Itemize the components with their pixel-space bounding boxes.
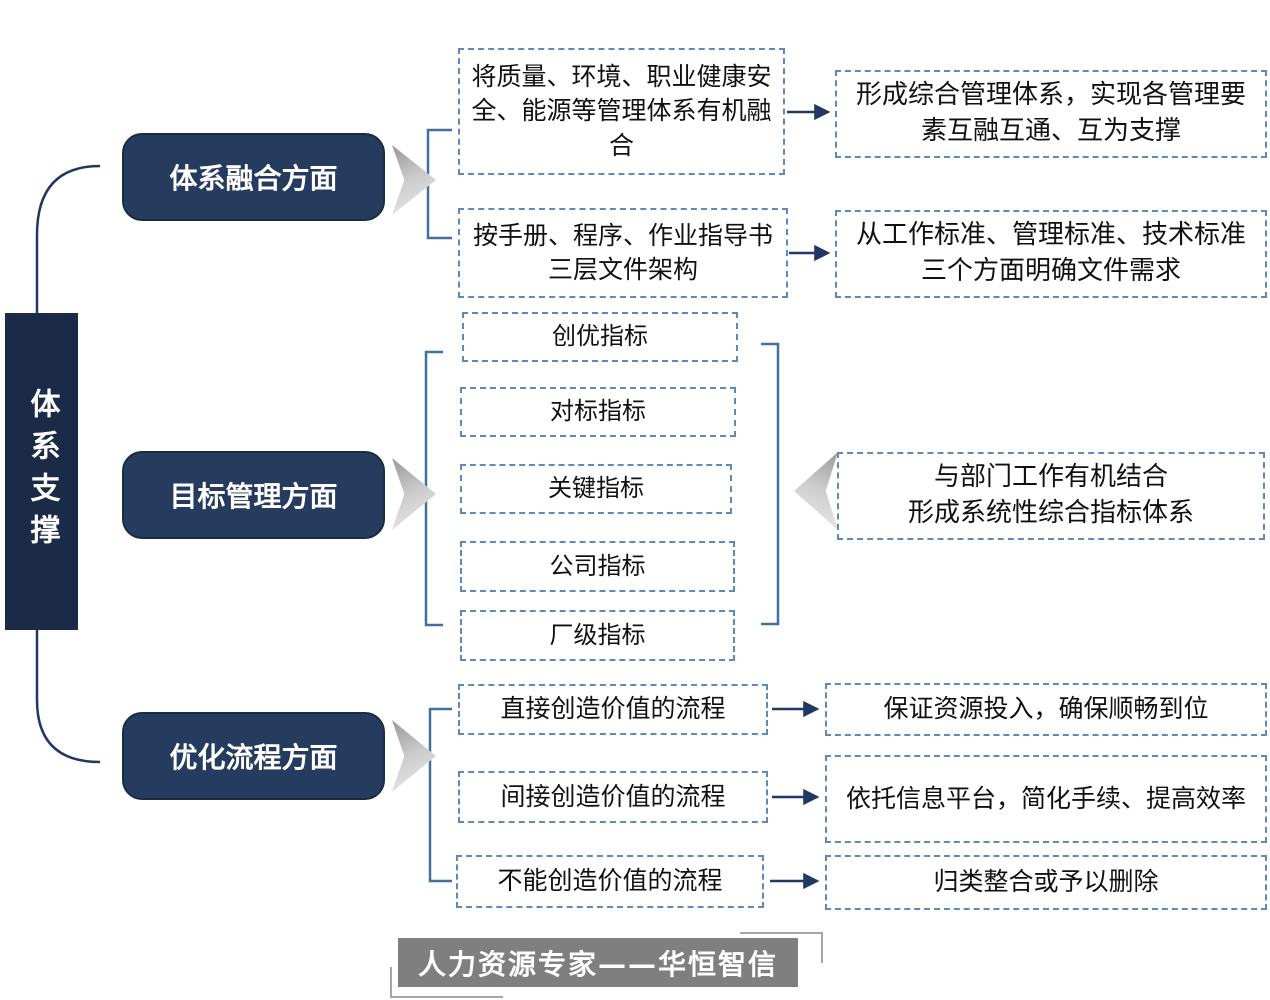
indicator-box-4: 公司指标	[460, 541, 735, 592]
root-bottom-curve	[35, 630, 101, 764]
s1-row2-effect-box: 从工作标准、管理标准、技术标准三个方面明确文件需求	[835, 210, 1267, 298]
root-node: 体系支撑	[5, 313, 78, 630]
s1-row1-cause-text: 将质量、环境、职业健康安全、能源等管理体系有机融合	[471, 61, 772, 160]
s3-row3-action-box: 归类整合或予以删除	[825, 855, 1267, 910]
s3-row1-process-box: 直接创造价值的流程	[458, 684, 768, 735]
root-node-label: 体系支撑	[24, 387, 60, 556]
s3-row2-process-text: 间接创造价值的流程	[500, 781, 726, 811]
root-top-curve	[35, 164, 101, 316]
section3-label: 优化流程方面	[169, 741, 338, 774]
s1-row2-cause-text: 按手册、程序、作业指导书三层文件架构	[472, 220, 773, 285]
indicator-box-3: 关键指标	[460, 464, 732, 514]
section2-label: 目标管理方面	[169, 480, 338, 513]
chevron-right-icon	[392, 720, 436, 792]
s1-row1-effect-box: 形成综合管理体系，实现各管理要素互融互通、互为支撑	[835, 70, 1267, 158]
s1-row2-effect-text: 从工作标准、管理标准、技术标准三个方面明确文件需求	[855, 220, 1246, 286]
s1-row1-effect-text: 形成综合管理体系，实现各管理要素互融互通、互为支撑	[855, 80, 1246, 146]
indicator-box-2: 对标指标	[460, 387, 736, 437]
s2-summary-line1: 与部门工作有机结合	[933, 462, 1168, 493]
indicator-box-5: 厂级指标	[460, 610, 735, 661]
chevron-right-icon	[392, 145, 436, 215]
s3-row2-process-box: 间接创造价值的流程	[458, 771, 768, 823]
indicator-label-5: 厂级指标	[549, 620, 646, 649]
section1-label: 体系融合方面	[169, 162, 338, 195]
s2-summary-line2: 形成系统性综合指标体系	[907, 498, 1194, 528]
s3-row3-process-box: 不能创造价值的流程	[456, 855, 764, 908]
s3-row1-process-text: 直接创造价值的流程	[500, 694, 726, 724]
s3-row3-process-text: 不能创造价值的流程	[497, 866, 723, 896]
footer-banner-text: 人力资源专家——华恒智信	[417, 947, 778, 981]
section2-right-bracket	[761, 342, 780, 626]
s3-row1-action-text: 保证资源投入，确保顺畅到位	[883, 694, 1209, 724]
s1-row2-cause-box: 按手册、程序、作业指导书三层文件架构	[458, 208, 788, 298]
section2-header: 目标管理方面	[122, 451, 385, 539]
indicator-label-4: 公司指标	[549, 551, 646, 580]
s3-row3-action-text: 归类整合或予以删除	[933, 867, 1159, 897]
section3-header: 优化流程方面	[122, 712, 385, 800]
indicator-label-2: 对标指标	[550, 397, 646, 426]
s3-row1-action-box: 保证资源投入，确保顺畅到位	[825, 683, 1267, 736]
chevron-right-icon	[392, 458, 436, 530]
s1-row1-cause-box: 将质量、环境、职业健康安全、能源等管理体系有机融合	[458, 48, 785, 175]
footer-banner: 人力资源专家——华恒智信	[398, 938, 798, 987]
s3-row2-action-text: 依托信息平台，简化手续、提高效率	[845, 783, 1246, 813]
chevron-left-icon	[794, 452, 838, 530]
section3-bracket	[428, 707, 452, 883]
section1-header: 体系融合方面	[122, 133, 385, 221]
section1-bracket	[426, 128, 452, 240]
s2-summary-box: 与部门工作有机结合 形成系统性综合指标体系	[837, 452, 1265, 540]
indicator-label-1: 创优指标	[552, 322, 648, 351]
indicator-box-1: 创优指标	[462, 312, 738, 362]
indicator-label-3: 关键指标	[548, 474, 644, 503]
s3-row2-action-box: 依托信息平台，简化手续、提高效率	[825, 755, 1267, 843]
